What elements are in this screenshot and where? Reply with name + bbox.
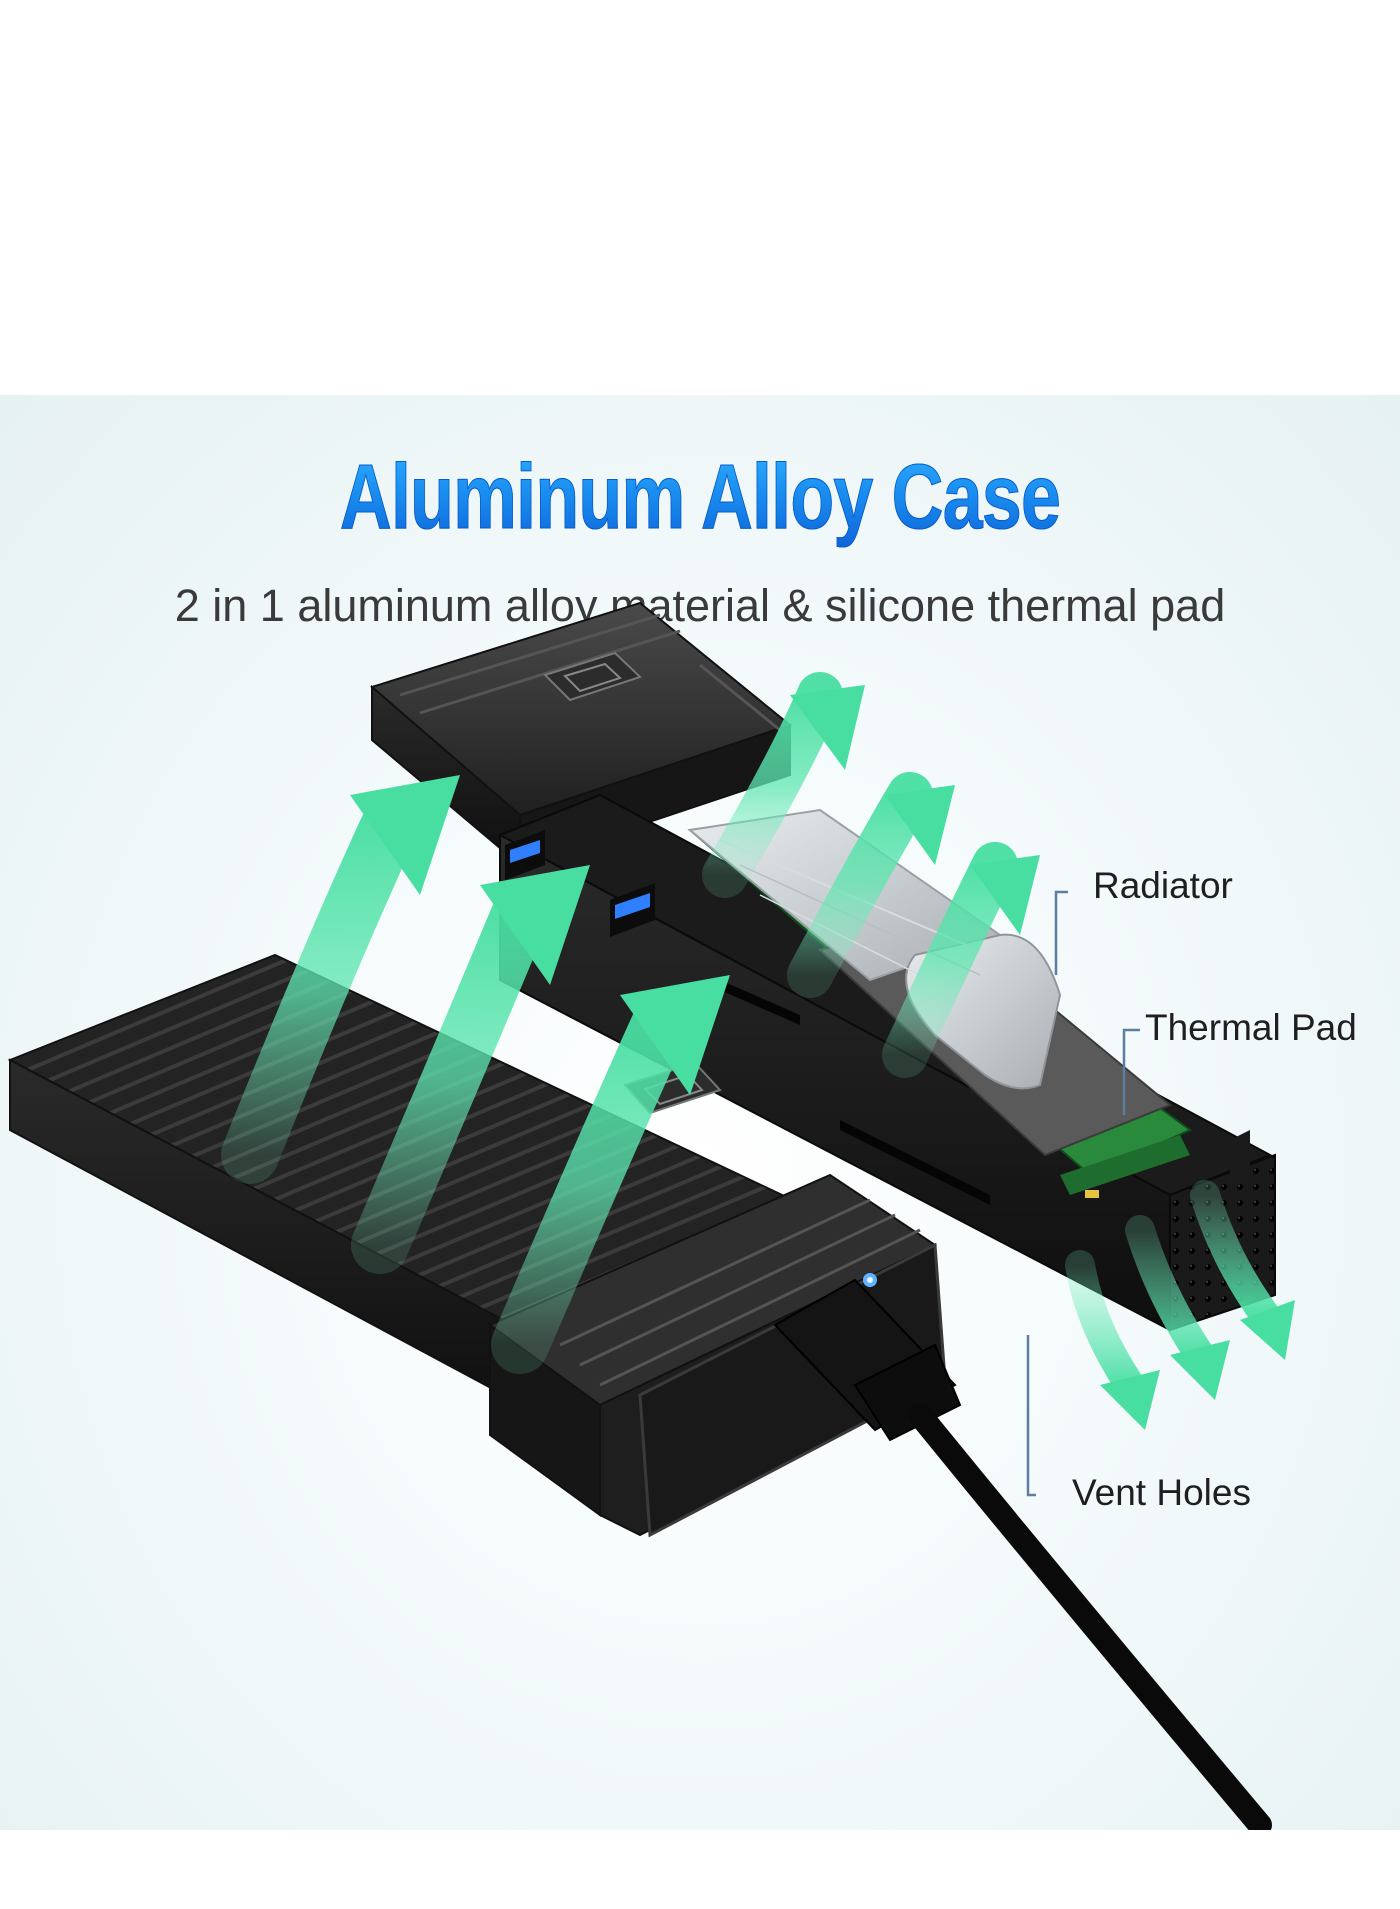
feature-panel: Aluminum Alloy Case 2 in 1 aluminum allo…	[0, 395, 1400, 1830]
airflow-arrow-icon	[1065, 1180, 1295, 1430]
callout-thermal-pad: Thermal Pad	[1145, 1007, 1357, 1048]
airflow-arrow-icon	[221, 775, 730, 1374]
headline: Aluminum Alloy Case	[154, 445, 1246, 550]
usb-port-icon	[505, 830, 655, 937]
eject-button-icon	[543, 651, 642, 702]
callout-radiator: Radiator	[1093, 865, 1233, 906]
product-illustration	[7, 601, 1295, 1830]
subtitle: 2 in 1 aluminum alloy material & silicon…	[174, 580, 1226, 631]
callout-vent-holes: Vent Holes	[1072, 1472, 1251, 1513]
usb-cable-icon	[773, 1278, 1272, 1830]
airflow-arrow-icon	[702, 672, 1040, 1078]
callout-lines	[1026, 890, 1140, 1497]
